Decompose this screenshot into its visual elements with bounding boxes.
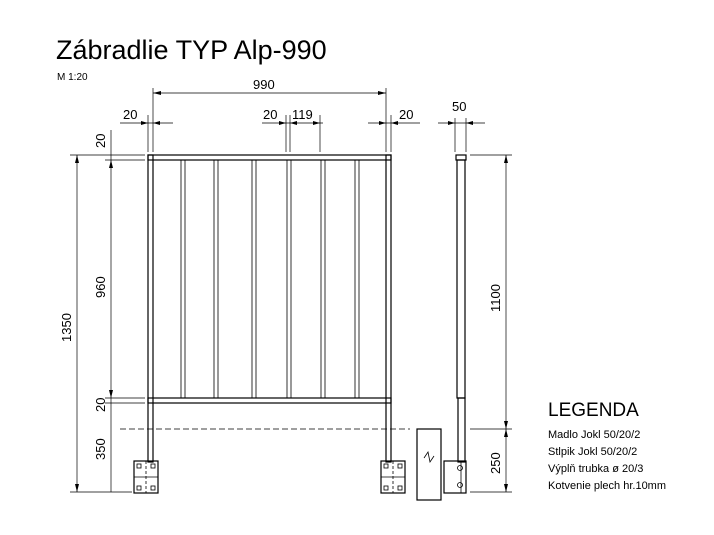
bottom-rail — [147, 397, 392, 404]
legend-heading: LEGENDA — [548, 400, 639, 421]
legend-item: Madlo Jokl 50/20/2 — [548, 429, 640, 441]
left-post — [147, 154, 154, 463]
legend-item: Výplň trubka ø 20/3 — [548, 463, 643, 475]
left-dimensions: 1350 20 960 20 350 — [59, 130, 145, 493]
infill-bar — [354, 159, 360, 399]
infill-bar — [251, 159, 257, 399]
top-rail — [147, 154, 392, 161]
side-base-block — [416, 428, 442, 501]
right-anchor-plate — [380, 460, 406, 494]
dim-side-height: 1100 — [488, 284, 503, 312]
right-post — [385, 154, 392, 463]
dim-total-width: 990 — [253, 77, 275, 92]
legend-item: Stlpik Jokl 50/20/2 — [548, 446, 637, 458]
infill-bar — [213, 159, 219, 399]
top-dimensions: 990 20 20 119 20 — [120, 77, 420, 152]
dim-anchor-height: 250 — [488, 452, 503, 474]
dim-right-post: 20 — [399, 107, 413, 122]
infill-bar — [320, 159, 326, 399]
dim-top-rail: 20 — [93, 134, 108, 148]
dim-left-post: 20 — [123, 107, 137, 122]
legend: LEGENDA Madlo Jokl 50/20/2 Stlpik Jokl 5… — [548, 400, 666, 492]
dim-center-bar: 20 — [263, 107, 277, 122]
dim-infill-height: 960 — [93, 276, 108, 298]
side-anchor-plate — [443, 460, 467, 494]
front-view — [120, 154, 410, 494]
drawing-title: Zábradlie TYP Alp-990 — [56, 35, 327, 65]
infill-bar — [180, 159, 186, 399]
dim-base-height: 350 — [93, 438, 108, 460]
drawing-scale: M 1:20 — [57, 72, 88, 83]
dim-bottom-rail: 20 — [93, 398, 108, 412]
dim-side-width: 50 — [452, 99, 466, 114]
infill-bar — [286, 159, 292, 399]
dim-bar-spacing: 119 — [292, 107, 313, 122]
left-anchor-plate — [133, 460, 159, 494]
legend-item: Kotvenie plech hr.10mm — [548, 480, 666, 492]
side-view: 50 1100 250 — [416, 99, 512, 501]
infill-bars — [180, 159, 360, 399]
dim-total-height: 1350 — [59, 313, 74, 342]
